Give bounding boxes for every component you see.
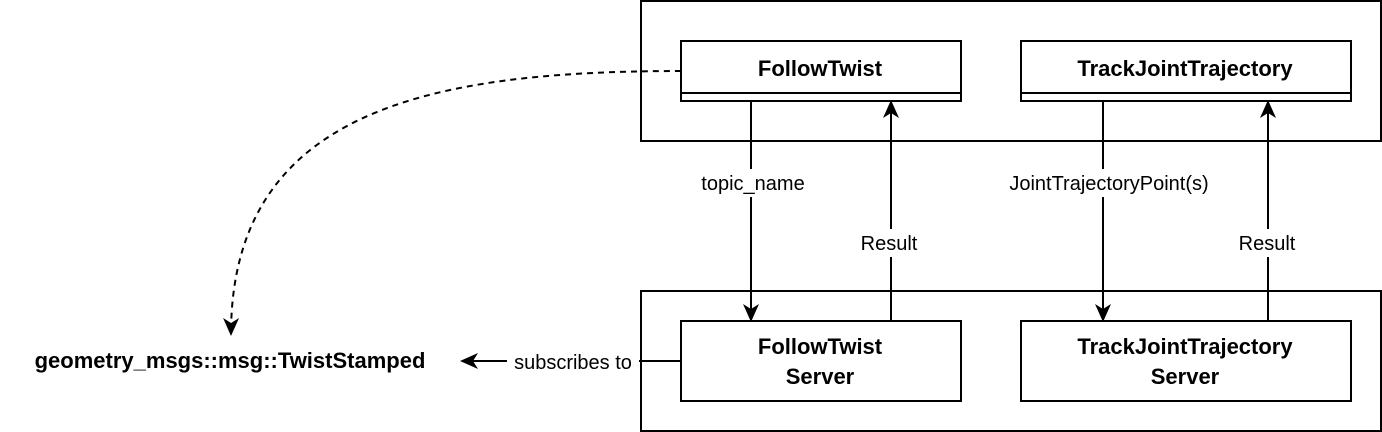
track-joint-trajectory-title: TrackJointTrajectory	[1077, 56, 1293, 81]
dashed-curve-arrow	[223, 70, 682, 336]
track-joint-trajectory-node: TrackJointTrajectory	[1020, 40, 1352, 102]
twist-stamped-node: geometry_msgs::msg::TwistStamped	[35, 348, 426, 373]
follow-result-label: Result	[861, 233, 918, 255]
topic-name-label: topic_name	[701, 173, 804, 195]
track-joint-trajectory-server-line2: Server	[1151, 364, 1220, 389]
track-joint-trajectory-server-line1: TrackJointTrajectory	[1077, 334, 1293, 359]
follow-twist-title: FollowTwist	[758, 56, 883, 81]
track-result-label: Result	[1239, 233, 1296, 255]
follow-twist-server-node: FollowTwist Server	[680, 320, 962, 402]
follow-twist-server-line2: Server	[786, 364, 855, 389]
subscribes-to-label: subscribes to	[514, 352, 632, 374]
follow-twist-server-line1: FollowTwist	[758, 334, 883, 359]
joint-trajectory-points-label: JointTrajectoryPoint(s)	[1009, 173, 1208, 195]
track-joint-trajectory-server-node: TrackJointTrajectory Server	[1020, 320, 1352, 402]
follow-twist-node: FollowTwist	[680, 40, 962, 102]
